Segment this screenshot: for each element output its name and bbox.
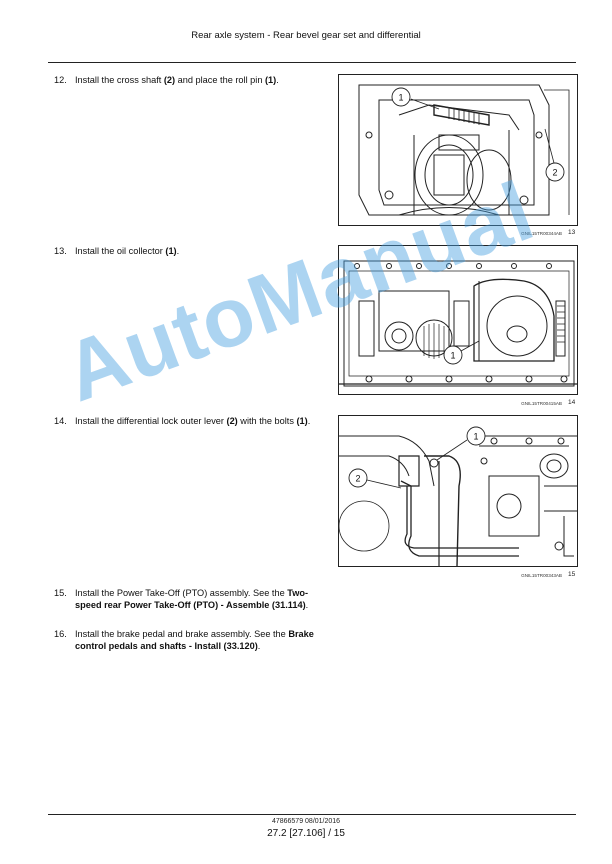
figure-14-caption: GNIL15TR00415AB — [338, 401, 576, 406]
callout-1-icon — [466, 426, 486, 446]
figure-13-image: 1 2 — [338, 74, 578, 226]
cross-reference-link[interactable]: Two-speed rear Power Take-Off (PTO) - As… — [75, 588, 309, 610]
figure-15-caption: GNIL15TR00343AB — [338, 573, 576, 578]
callout-1-icon — [443, 345, 463, 365]
step-16: 16. Install the brake pedal and brake as… — [54, 628, 322, 652]
step-number: 13. — [54, 246, 67, 256]
footer-doc-code: 47866579 08/01/2016 — [271, 818, 341, 825]
step-14: 14. Install the differential lock outer … — [54, 415, 322, 427]
cross-reference-link[interactable]: Brake control pedals and shafts - Instal… — [75, 629, 314, 651]
step-number: 15. — [54, 588, 67, 598]
callout-2-label: 2 — [355, 474, 360, 484]
step-13: 13. Install the oil collector (1). — [54, 245, 322, 257]
figure-number: 14 — [568, 399, 576, 406]
figure-15-image: 1 2 — [338, 415, 578, 567]
figure-14-image: 1 — [338, 245, 578, 395]
step-number: 14. — [54, 416, 67, 426]
step-15: 15. Install the Power Take-Off (PTO) ass… — [54, 587, 322, 611]
page-header-title: Rear axle system - Rear bevel gear set a… — [191, 30, 421, 41]
header-divider — [48, 62, 576, 63]
callout-1-label: 1 — [450, 351, 455, 361]
step-number: 12. — [54, 75, 67, 85]
step-12: 12. Install the cross shaft (2) and plac… — [54, 74, 322, 86]
callout-1-icon — [391, 87, 411, 107]
step-text: Install the cross shaft (2) and place th… — [75, 75, 279, 85]
callout-2-icon — [545, 162, 565, 182]
callout-2-label: 2 — [552, 168, 557, 178]
figure-number: 13 — [568, 229, 576, 236]
figure-code: GNIL15TR00415AB — [521, 401, 562, 406]
callout-1-label: 1 — [473, 432, 478, 442]
figure-13-caption: GNIL15TR00344AB — [338, 231, 576, 236]
footer-page-number: 27.2 [27.106] / 15 — [267, 828, 345, 839]
figure-code: GNIL15TR00344AB — [521, 231, 562, 236]
callout-1-label: 1 — [398, 93, 403, 103]
step-text: Install the Power Take-Off (PTO) assembl… — [75, 588, 309, 610]
figure-code: GNIL15TR00343AB — [521, 573, 562, 578]
step-number: 16. — [54, 629, 67, 639]
callout-2-icon — [348, 468, 368, 488]
step-text: Install the brake pedal and brake assemb… — [75, 629, 314, 651]
figure-number: 15 — [568, 571, 576, 578]
step-text: Install the differential lock outer leve… — [75, 416, 311, 426]
step-text: Install the oil collector (1). — [75, 246, 180, 256]
footer-divider — [48, 814, 576, 815]
